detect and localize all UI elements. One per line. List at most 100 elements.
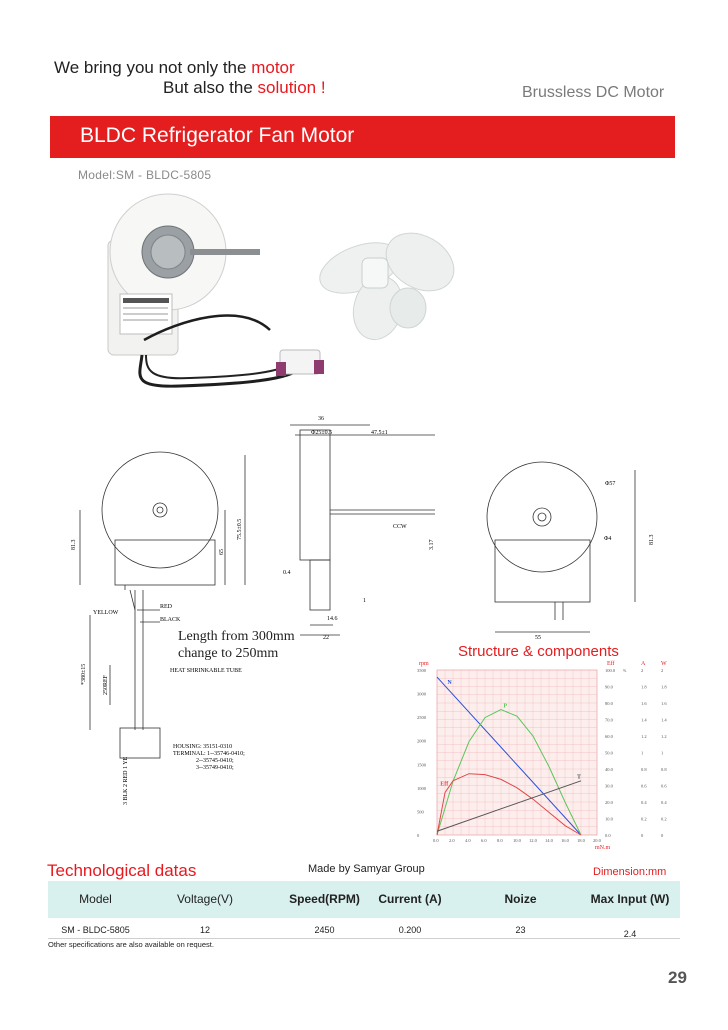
- series-label-n: N: [447, 680, 452, 686]
- rpm-tick-label: 2500: [417, 715, 427, 720]
- dim-22: 22: [323, 635, 329, 641]
- w-tick-label: 0.4: [661, 800, 667, 805]
- rpm-tick-label: 0: [417, 833, 420, 838]
- tagline-line-1-prefix: We bring you not only the: [54, 58, 252, 77]
- col-model-header: Model: [79, 892, 112, 906]
- rpm-tick-label: 500: [417, 809, 425, 814]
- product-photo: [107, 193, 455, 388]
- x-tick-label: 8.0: [497, 838, 503, 843]
- rpm-tick-label: 1500: [417, 762, 427, 767]
- side-view-drawing: [290, 424, 435, 636]
- dim-47: 47.5±1: [371, 430, 388, 436]
- technical-drawing: 81.3 65 75.5±0.5 RED YELLOW BLACK *380±1…: [71, 416, 655, 805]
- cell-max-input: 2.4: [623, 929, 637, 939]
- dim-57: Φ57: [605, 481, 615, 487]
- dim-0-4: 0.4: [283, 570, 291, 576]
- cell-model: SM - BLDC-5805: [61, 925, 130, 935]
- a-tick-label: 0.2: [641, 817, 647, 822]
- a-tick-label: 1.2: [641, 734, 647, 739]
- category-label: Brussless DC Motor: [522, 84, 665, 101]
- dim-lead: *380±15: [81, 664, 87, 685]
- made-by-label: Made by Samyar Group: [308, 863, 425, 875]
- series-line-p: [436, 709, 582, 836]
- housing-line-3: 2--35745-0410;: [196, 758, 234, 764]
- cell-speed: 2450: [314, 925, 335, 935]
- housing-line-1: HOUSING: 35151-0310: [173, 744, 232, 750]
- eff-axis-label: Eff: [607, 660, 615, 667]
- rpm-axis-label: rpm: [419, 661, 429, 667]
- x-tick-label: 10.0: [513, 838, 522, 843]
- x-tick-label: 2.0: [449, 838, 455, 843]
- eff-unit-label: %: [623, 668, 627, 673]
- tagline-line-2-highlight: solution !: [257, 78, 326, 97]
- col-noize-header: Noize: [504, 892, 537, 906]
- x-tick-label: 0.0: [433, 838, 439, 843]
- w-tick-label: 1: [661, 751, 663, 756]
- wire-red-label: RED: [160, 604, 173, 610]
- x-tick-label: 16.0: [561, 838, 570, 843]
- a-axis-label: A: [641, 661, 646, 667]
- tagline-line-1-highlight: motor: [251, 58, 295, 77]
- series-line-eff: [436, 773, 582, 836]
- heat-tube-label: HEAT SHRINKABLE TUBE: [170, 668, 242, 674]
- dim-75: 75.5±0.5: [237, 519, 243, 540]
- series-label-p: P: [503, 704, 507, 710]
- title-banner: [50, 116, 675, 158]
- w-tick-label: 0: [661, 833, 664, 838]
- a-tick-label: 0: [641, 833, 644, 838]
- dim-tube: 250REF: [103, 674, 109, 695]
- motor-photo: [107, 193, 260, 356]
- cable-photo: [138, 354, 302, 388]
- dim-36: 36: [318, 416, 324, 422]
- a-tick-label: 2: [641, 668, 643, 673]
- dim-14: 14.6: [327, 616, 338, 622]
- w-tick-label: 1.8: [661, 685, 667, 690]
- w-tick-label: 0.6: [661, 784, 667, 789]
- structure-title: Structure & components: [458, 643, 619, 660]
- series-line-n: [436, 676, 582, 836]
- rpm-tick-label: 3000: [417, 692, 427, 697]
- w-tick-label: 1.6: [661, 701, 667, 706]
- dim-shaft: 3.17: [429, 540, 435, 551]
- cell-current: 0.200: [398, 925, 422, 935]
- a-tick-label: 1.8: [641, 685, 647, 690]
- dim-55: 55: [535, 635, 541, 641]
- a-tick-label: 0.8: [641, 767, 647, 772]
- x-tick-label: 14.0: [545, 838, 554, 843]
- w-axis-label: W: [661, 661, 667, 667]
- w-tick-label: 2: [661, 668, 663, 673]
- series-line-t: [436, 780, 582, 832]
- col-current-header: Current (A): [378, 892, 442, 906]
- w-tick-label: 1.4: [661, 718, 667, 723]
- dim-1: 1: [363, 598, 366, 604]
- banner-title: BLDC Refrigerator Fan Motor: [80, 124, 355, 147]
- eff-tick-label: 80.0: [605, 701, 614, 706]
- eff-tick-label: 90.0: [605, 685, 614, 690]
- length-note-line-2: change to 250mm: [178, 646, 279, 661]
- wire-yellow-label: YELLOW: [93, 610, 119, 616]
- tagline-line-1: We bring you not only the motor: [54, 58, 295, 78]
- col-max-input-header: Max Input (W): [590, 892, 670, 906]
- eff-tick-label: 0.0: [605, 833, 611, 838]
- page-number: 29: [668, 968, 687, 987]
- a-tick-label: 0.4: [641, 800, 647, 805]
- col-speed-header: Speed(RPM): [289, 892, 360, 906]
- col-voltage-header: Voltage(V): [176, 892, 234, 906]
- eff-tick-label: 100.0: [605, 668, 616, 673]
- dim-25: Φ25±0.5: [311, 430, 332, 436]
- dim-65: 65: [219, 549, 225, 555]
- front-view-drawing: [79, 451, 246, 759]
- dim-4: Φ4: [604, 536, 611, 542]
- table-row-divider: [48, 938, 680, 939]
- eff-tick-label: 50.0: [605, 751, 614, 756]
- spec-table-header: [48, 881, 680, 918]
- footnote: Other specifications are also available …: [48, 940, 214, 949]
- length-note-line-1: Length from 300mm: [178, 629, 295, 644]
- eff-tick-label: 10.0: [605, 817, 614, 822]
- rpm-tick-label: 2000: [417, 739, 427, 744]
- pin-labels: 3 BLK 2 RED 1 YE: [123, 756, 129, 805]
- x-tick-label: 20.0: [593, 838, 602, 843]
- a-tick-label: 0.6: [641, 784, 647, 789]
- x-tick-label: 6.0: [481, 838, 487, 843]
